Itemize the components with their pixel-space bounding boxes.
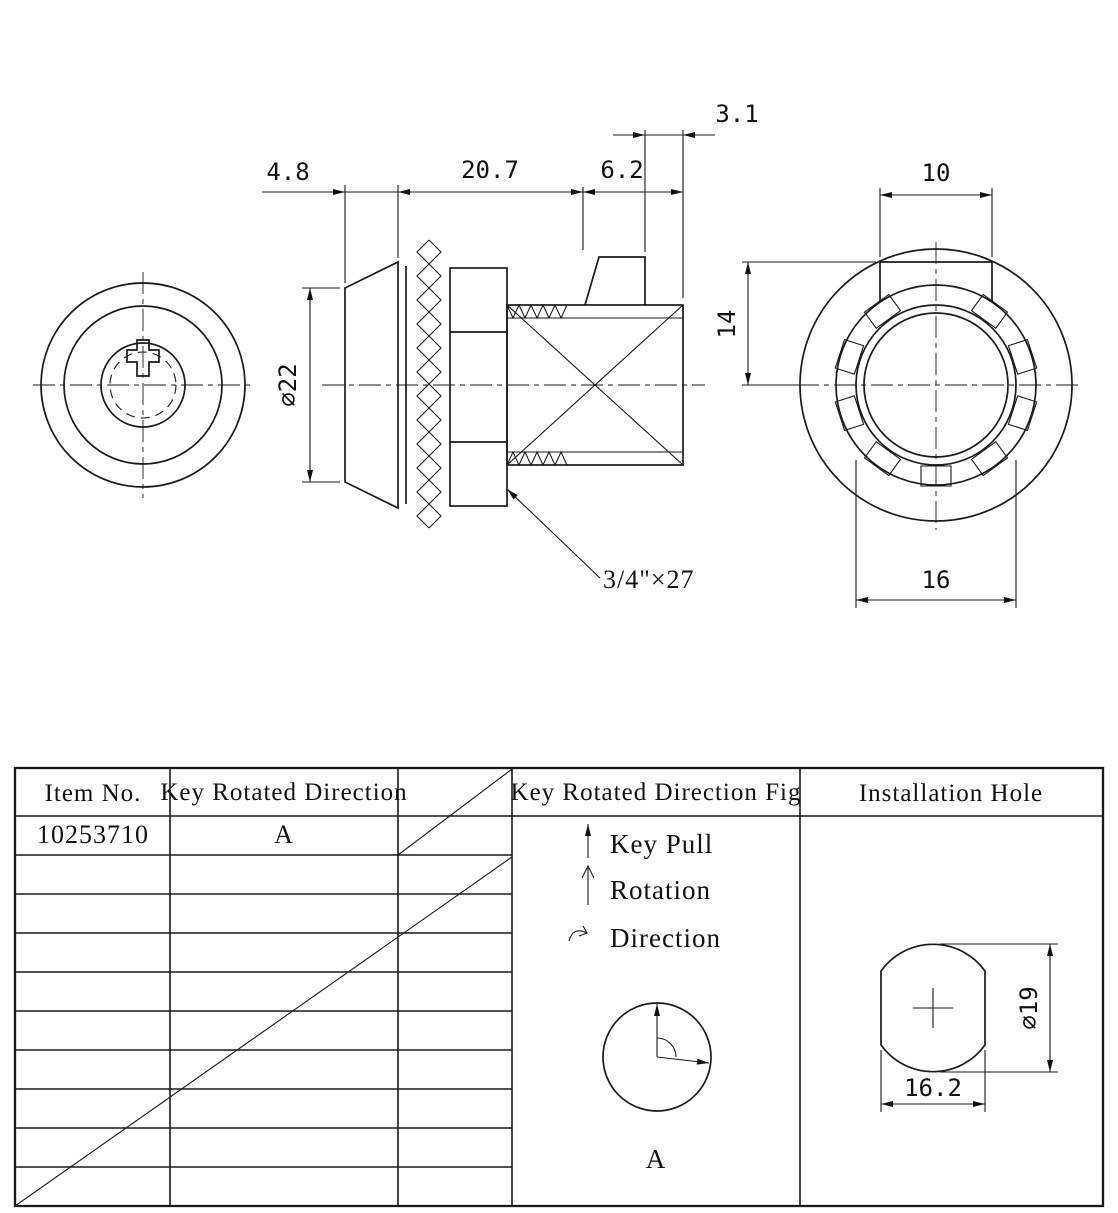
thread-callout: 3/4"×27 xyxy=(603,565,695,594)
installation-hole-figure: ⌀19 16.2 xyxy=(880,943,1058,1112)
header-key-rotated-direction-fig: Key Rotated Direction Fig xyxy=(511,779,802,806)
dim-flat-width: 10 xyxy=(922,159,951,187)
legend-key-pull: Key Pull xyxy=(610,829,713,859)
dim-hole-width: 16.2 xyxy=(904,1074,962,1102)
side-view xyxy=(322,239,705,529)
dim-flat-to-center: 14 xyxy=(713,310,741,339)
front-view xyxy=(33,272,253,498)
header-item-no: Item No. xyxy=(45,780,142,807)
direction-arrow-icon xyxy=(568,930,588,942)
header-installation-hole: Installation Hole xyxy=(859,780,1043,807)
cell-item-no: 10253710 xyxy=(37,820,149,849)
dim-cam-length: 6.2 xyxy=(600,156,643,184)
key-rotation-figure: Key Pull Rotation Direction A xyxy=(568,824,721,1174)
legend-rotation: Rotation xyxy=(610,875,711,905)
rear-view xyxy=(797,242,1078,530)
keyway-icon xyxy=(126,339,160,377)
legend-direction: Direction xyxy=(610,923,721,953)
spec-table: Item No. Key Rotated Direction Key Rotat… xyxy=(13,766,1105,1208)
dim-body-length: 20.7 xyxy=(461,156,519,184)
rear-view-dimensions: 10 14 16 xyxy=(713,159,1017,608)
dim-cam-offset: 3.1 xyxy=(715,100,758,128)
header-key-rotated-direction: Key Rotated Direction xyxy=(160,779,407,806)
dim-hole-diameter: ⌀19 xyxy=(1015,986,1043,1029)
dim-head-thickness: 4.8 xyxy=(266,158,309,186)
dim-head-diameter: ⌀22 xyxy=(274,363,302,406)
figure-label-a: A xyxy=(646,1144,667,1174)
cell-key-rotated-direction: A xyxy=(274,820,294,849)
dim-across-width: 16 xyxy=(922,566,951,594)
side-view-dimensions: 4.8 20.7 6.2 3.1 ⌀22 3/4"×27 xyxy=(262,100,759,594)
